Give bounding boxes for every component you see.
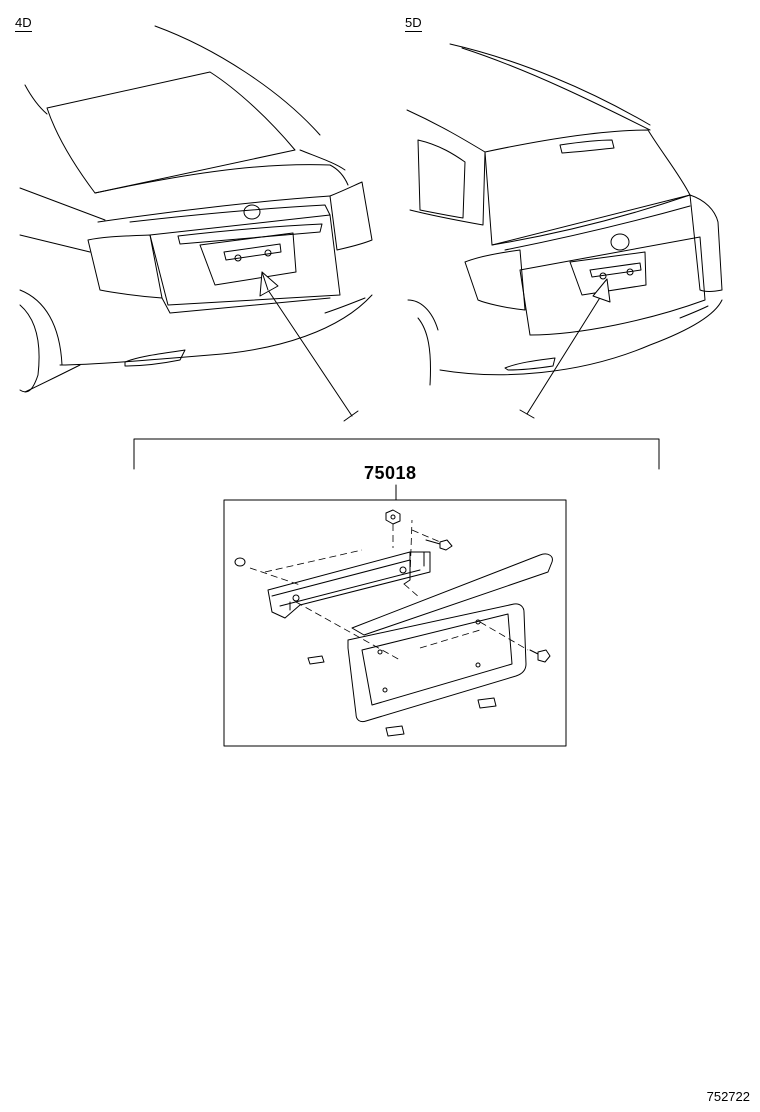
sedan-view-label: 4D [15, 15, 32, 32]
hardware-parts [234, 509, 551, 737]
plate-lamp-bracket [267, 551, 431, 619]
illustration-id: 752722 [706, 1089, 750, 1104]
detail-box [223, 499, 567, 747]
callout-bracket [133, 438, 660, 501]
wagon-rear-illustration [406, 43, 723, 419]
sedan-rear-illustration [19, 25, 373, 422]
license-plate-frame [347, 553, 553, 723]
part-number-callout: 75018 [364, 463, 417, 483]
wagon-view-label: 5D [405, 15, 422, 32]
assembly-guide-lines [249, 519, 529, 661]
